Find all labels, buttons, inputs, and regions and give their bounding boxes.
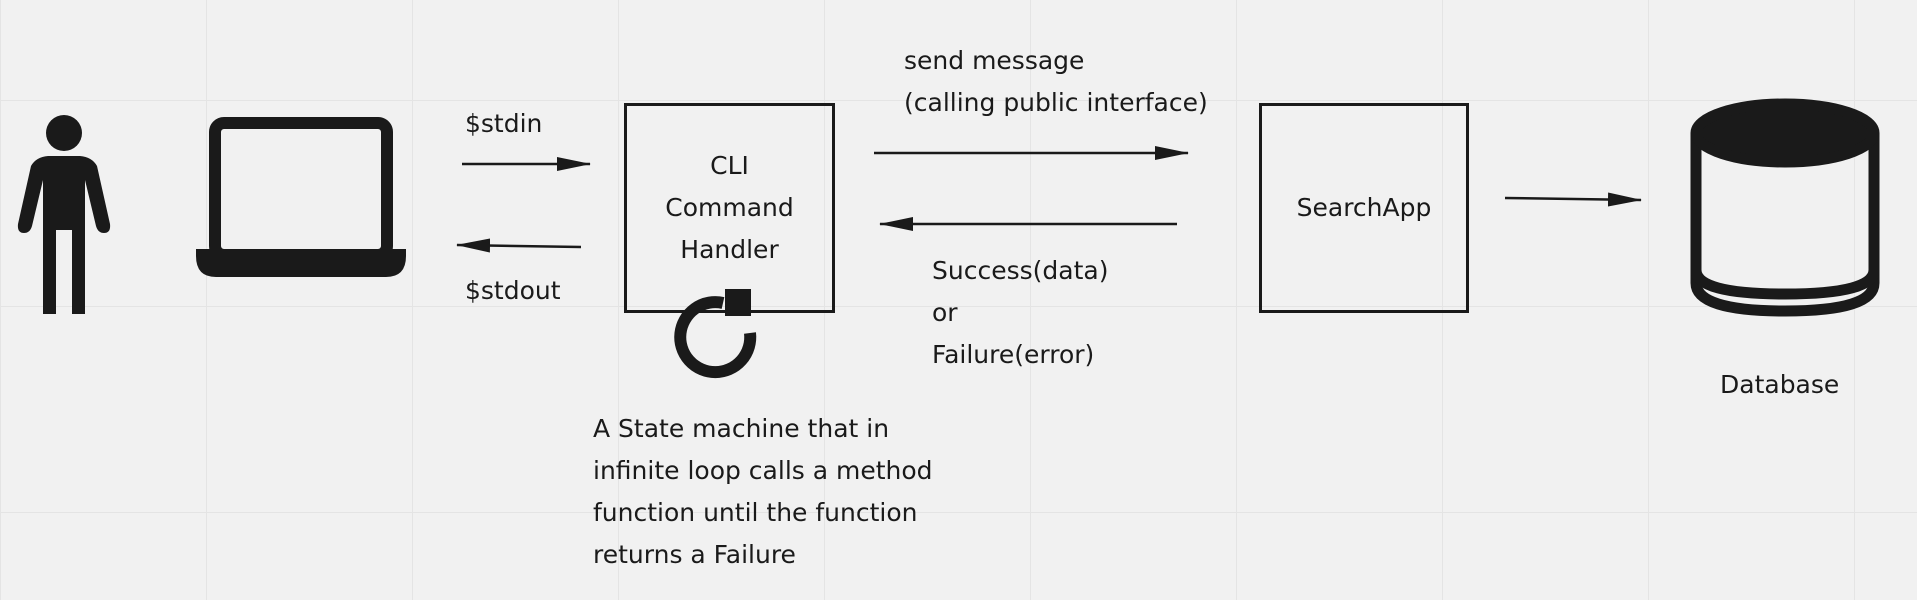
person-icon <box>17 115 111 314</box>
stdin-label: $stdin <box>465 109 543 138</box>
database-icon <box>1690 98 1880 317</box>
database-arrow <box>1504 192 1642 207</box>
response-label: Success(data) or Failure(error) <box>932 256 1109 369</box>
send-message-label: send message (calling public interface) <box>904 46 1208 117</box>
cli-command-handler-box: CLI Command Handler <box>624 103 835 313</box>
cli-command-handler-label: CLI Command Handler <box>665 151 794 264</box>
database-label: Database <box>1720 370 1840 399</box>
search-app-label: SearchApp <box>1296 193 1432 222</box>
state-machine-annotation: A State machine that in infinite loop ca… <box>593 414 933 569</box>
search-app-box: SearchApp <box>1259 103 1469 313</box>
stdout-label: $stdout <box>465 276 561 305</box>
stdout-arrow <box>456 238 582 253</box>
refresh-loop-icon <box>674 289 757 379</box>
laptop-icon <box>196 117 406 277</box>
